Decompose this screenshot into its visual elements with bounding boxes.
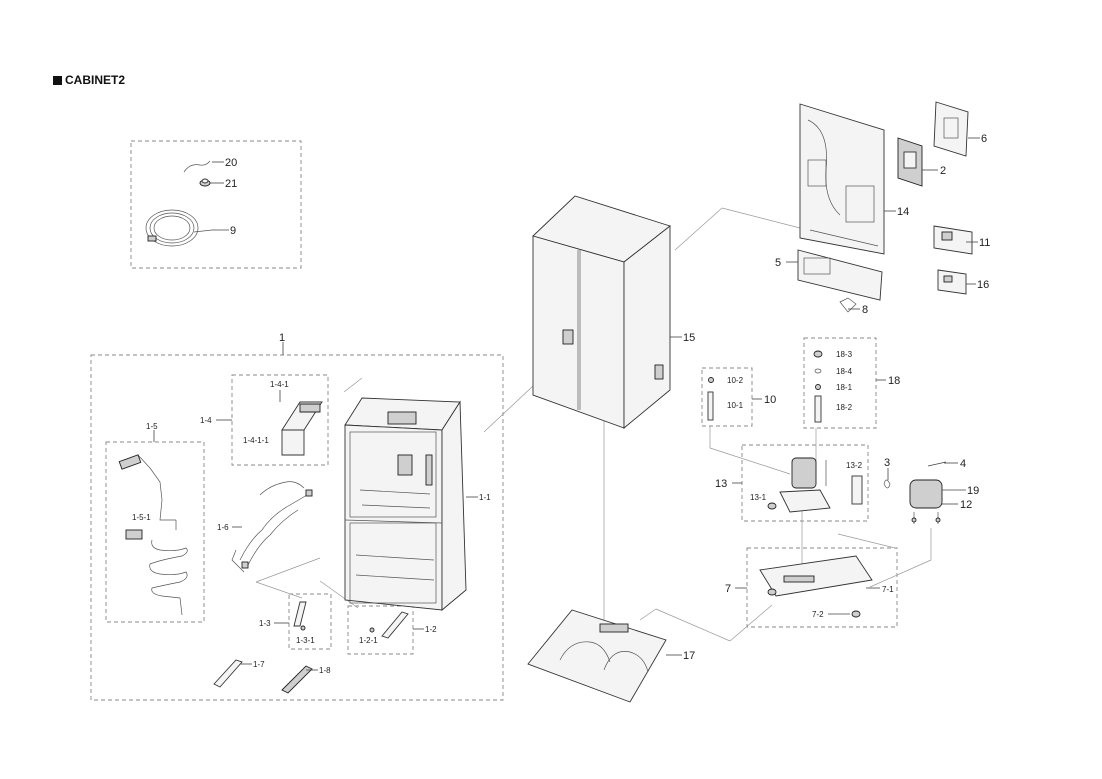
part-1-3-rail-icon [293, 601, 307, 631]
part-1-7-bar-icon [213, 659, 243, 688]
label-6: 6 [981, 133, 987, 145]
label-3: 3 [884, 457, 890, 469]
label-1-8: 1-8 [319, 666, 331, 675]
part-8-icon [839, 297, 857, 313]
part-6-cover-icon [933, 101, 969, 157]
part-17-bottom-pan [527, 609, 667, 703]
label-1: 1 [279, 332, 285, 344]
part-21-icon [199, 178, 211, 187]
label-18-3: 18-3 [836, 350, 853, 359]
group-box-7 [746, 547, 898, 628]
title-text: CABINET2 [65, 73, 126, 87]
part-7-base-icon [759, 555, 873, 618]
group-box-10 [701, 367, 753, 427]
part-1-1-inner-cabinet [344, 397, 467, 611]
label-1-7: 1-7 [253, 660, 265, 669]
label-18-1: 18-1 [836, 383, 853, 392]
label-12: 12 [960, 499, 972, 511]
label-15: 15 [683, 332, 695, 344]
label-1-4-1-1: 1-4-1-1 [243, 436, 269, 445]
group-box-accessories [130, 140, 302, 269]
label-1-3: 1-3 [259, 619, 271, 628]
part-9-hose-icon [145, 209, 213, 247]
part-labels: 20 21 9 1 1-4 1-4-1 1-4-1-1 1-5 1-5-1 1-… [132, 133, 990, 675]
part-1-6-harness-icon [231, 481, 313, 573]
diagram-title: CABINET2 [53, 73, 125, 87]
part-18-parts-icon [813, 350, 823, 423]
label-5: 5 [775, 257, 781, 269]
part-4-icon [927, 461, 947, 467]
part-16-pcb-icon [937, 269, 967, 295]
label-10: 10 [764, 394, 776, 406]
group-box-1 [90, 354, 504, 701]
label-18-2: 18-2 [836, 403, 853, 412]
part-11-pcb-icon [933, 225, 973, 255]
part-1-8-bar-icon [281, 665, 313, 694]
part-10-parts-icon [707, 377, 714, 421]
title-square-icon [53, 75, 62, 85]
label-1-2-1: 1-2-1 [359, 636, 378, 645]
part-1-4-icon [281, 401, 323, 456]
label-2: 2 [940, 165, 946, 177]
label-1-3-1: 1-3-1 [296, 636, 315, 645]
label-7: 7 [725, 583, 731, 595]
group-box-1-5 [105, 441, 205, 623]
label-1-2: 1-2 [425, 625, 437, 634]
label-1-5: 1-5 [146, 422, 158, 431]
part-14-back-panel [799, 103, 885, 255]
label-1-4: 1-4 [200, 416, 212, 425]
part-5-panel-icon [797, 249, 883, 301]
label-19: 19 [967, 485, 979, 497]
label-21: 21 [225, 178, 237, 190]
part-12-19-compressor-icon [909, 479, 943, 524]
part-15-cabinet-frame [532, 195, 671, 429]
part-3-icon [883, 479, 891, 489]
label-1-5-1: 1-5-1 [132, 513, 151, 522]
label-8: 8 [862, 304, 868, 316]
label-16: 16 [977, 279, 989, 291]
label-4: 4 [960, 458, 966, 470]
part-1-2-rail-icon [369, 611, 409, 639]
label-7-2: 7-2 [812, 610, 824, 619]
group-box-1-3 [288, 593, 332, 650]
label-11: 11 [979, 237, 990, 249]
label-14: 14 [897, 206, 909, 218]
group-box-18 [803, 337, 877, 429]
leader-lines [153, 137, 980, 671]
label-13-2: 13-2 [846, 461, 863, 470]
label-1-6: 1-6 [217, 523, 229, 532]
label-7-1: 7-1 [882, 585, 894, 594]
label-18: 18 [888, 375, 900, 387]
label-13-1: 13-1 [750, 493, 767, 502]
part-13-assembly-icon [767, 457, 863, 513]
label-10-1: 10-1 [727, 401, 744, 410]
label-9: 9 [230, 225, 236, 237]
label-17: 17 [683, 650, 695, 662]
label-1-4-1: 1-4-1 [270, 380, 289, 389]
label-10-2: 10-2 [727, 376, 744, 385]
label-1-1: 1-1 [479, 493, 491, 502]
part-20-icon [183, 160, 211, 173]
part-2-cover-icon [897, 137, 923, 187]
label-13: 13 [715, 478, 727, 490]
group-box-1-4 [231, 374, 329, 466]
part-1-5-heater-icon [118, 454, 188, 616]
label-18-4: 18-4 [836, 367, 853, 376]
label-20: 20 [225, 157, 237, 169]
